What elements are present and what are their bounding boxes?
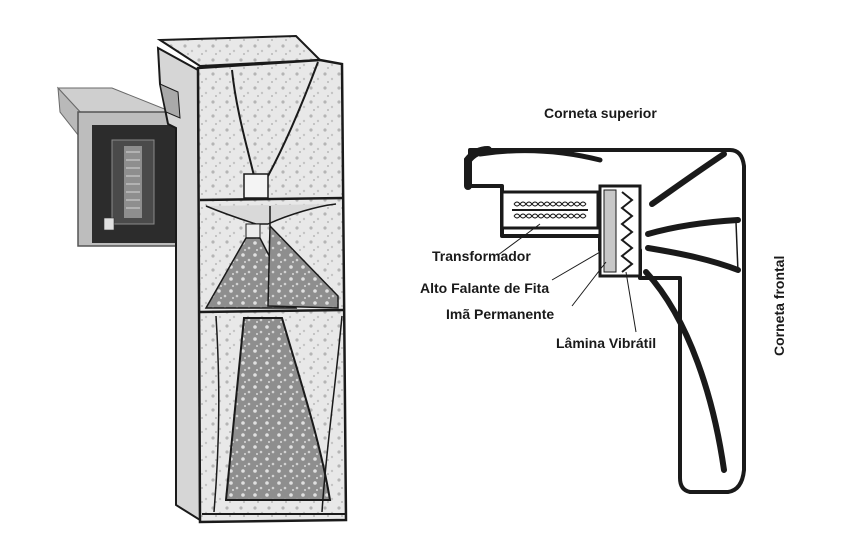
label-top-horn: Corneta superior: [544, 105, 657, 121]
speaker-cabinet-illustration: [156, 34, 348, 524]
label-pointers: [497, 223, 637, 333]
transformer-coil-icon: [512, 201, 588, 219]
label-diaphragm: Lâmina Vibrátil: [556, 335, 656, 351]
ribbon-tweeter-module: [56, 86, 183, 247]
label-ribbon-speaker: Alto Falante de Fita: [420, 280, 549, 296]
label-magnet: Imã Permanente: [446, 306, 554, 322]
cross-section-diagram: Corneta superior Transformador Alto Fala…: [420, 105, 787, 494]
label-front-horn: Corneta frontal: [771, 256, 787, 356]
label-transformer: Transformador: [432, 248, 531, 264]
vibrating-foil-icon: [620, 191, 634, 273]
